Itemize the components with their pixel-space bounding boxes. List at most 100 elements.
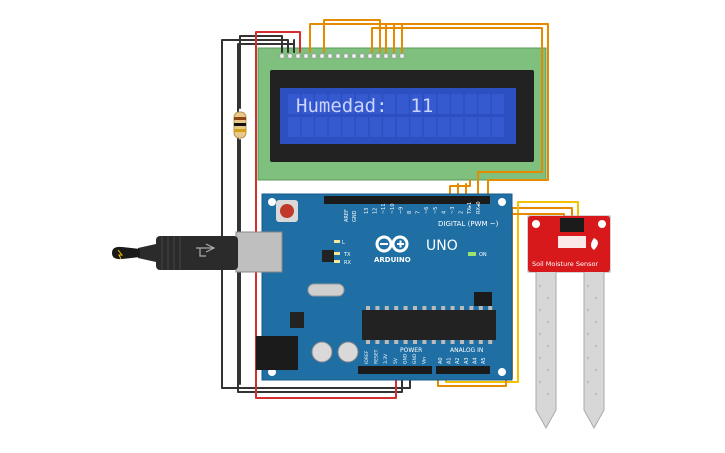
- lcd-line-1: Humedad: 11: [296, 95, 433, 117]
- analog-pin-label: A4: [472, 357, 478, 364]
- probe-dot: [538, 332, 542, 336]
- lcd-cell: [328, 117, 341, 137]
- power-pin-label: RESET: [374, 349, 380, 364]
- lcd-pin: [303, 53, 309, 59]
- rx-led: [334, 260, 340, 263]
- lcd-cell: [437, 117, 450, 137]
- probe-dot: [586, 380, 590, 384]
- probe-dot: [594, 296, 598, 300]
- digital-pin-label: 4: [441, 211, 447, 214]
- lcd-cell: [315, 94, 328, 114]
- chip-pin: [488, 306, 493, 310]
- chip-pin: [478, 340, 483, 344]
- digital-pin-label: ~5: [433, 207, 439, 214]
- mount-hole: [268, 198, 276, 206]
- lcd-pin: [295, 53, 301, 59]
- usb-cable-icon[interactable]: [112, 236, 238, 270]
- analog-pin-label: A2: [455, 357, 461, 364]
- lcd-pin: [391, 53, 397, 59]
- mount-hole: [498, 198, 506, 206]
- reset-button-icon: [280, 204, 294, 218]
- rx-label: RX: [344, 260, 351, 266]
- tx-led: [334, 252, 340, 255]
- analog-pin-label: A1: [447, 357, 453, 364]
- arduino-logo-text: ARDUINO: [374, 256, 411, 264]
- lcd-cell: [478, 94, 491, 114]
- lcd-cell: [383, 117, 396, 137]
- gnd-label: GND: [352, 210, 358, 222]
- mount-hole: [598, 220, 606, 228]
- probe-dot: [538, 284, 542, 288]
- usb-port[interactable]: [235, 231, 283, 273]
- dc-jack-icon[interactable]: [256, 336, 298, 370]
- chip-pin: [469, 306, 474, 310]
- lcd-pin: [399, 53, 405, 59]
- chip-pin: [375, 306, 380, 310]
- digital-pin-label: ~10: [390, 203, 396, 214]
- sparkfun-flame-icon: [591, 238, 598, 250]
- capacitor: [311, 341, 333, 363]
- on-label: ON: [479, 252, 487, 258]
- lcd-pin: [279, 53, 285, 59]
- chip-pin: [384, 340, 389, 344]
- lcd-cell: [451, 117, 464, 137]
- chip-pin: [422, 306, 427, 310]
- lcd-cell: [288, 94, 300, 114]
- probe-dot: [586, 356, 590, 360]
- wire-orange-rs[interactable]: [309, 23, 549, 197]
- arduino-logo-icon: [375, 235, 409, 253]
- lcd-cell: [451, 94, 464, 114]
- chip-pin: [450, 340, 455, 344]
- usb-chip: [322, 250, 334, 262]
- usb-cable-end: [112, 246, 140, 260]
- lcd-cell: [410, 94, 423, 114]
- lcd-pin: [311, 53, 317, 59]
- wire-red-5v[interactable]: [255, 31, 397, 399]
- probe-dot: [546, 392, 550, 396]
- lcd-cell: [328, 94, 341, 114]
- wire-orange-pin-7[interactable]: [449, 179, 471, 197]
- probe-dot: [546, 344, 550, 348]
- power-pin-label: Vin: [422, 357, 428, 364]
- chip-pin: [460, 340, 464, 344]
- chip-pin: [394, 340, 399, 344]
- lcd-cell: [356, 94, 368, 114]
- digital-pin-label: 7: [416, 211, 422, 214]
- digital-pin-label: 13: [364, 208, 370, 214]
- voltage-regulator: [290, 312, 304, 328]
- wire-black-resistor[interactable]: [239, 35, 283, 109]
- digital-pin-label: ~9: [398, 207, 404, 214]
- crystal-oscillator: [307, 283, 345, 297]
- chip-pin: [384, 306, 389, 310]
- l-led: [334, 240, 340, 243]
- lcd-module[interactable]: Humedad: 11: [257, 47, 547, 181]
- chip-pin: [478, 306, 483, 310]
- capacitor: [337, 341, 359, 363]
- power-pin-label: GND: [412, 353, 418, 364]
- wire-black-gnd-1[interactable]: [221, 39, 411, 389]
- board-model: UNO: [426, 238, 458, 254]
- usb-plug: [156, 236, 238, 270]
- lcd-cell: [315, 117, 328, 137]
- lcd-cell: [478, 117, 491, 137]
- wire-orange-en[interactable]: [323, 19, 381, 53]
- analog-pin-label: A5: [481, 357, 487, 364]
- analog-header: [436, 366, 490, 374]
- usb-symbol-icon: [196, 243, 216, 257]
- lcd-cell: [424, 117, 436, 137]
- chip-pin: [403, 306, 408, 310]
- digital-label: DIGITAL (PWM ~): [438, 220, 499, 228]
- probe-dot: [538, 356, 542, 360]
- wire-orange-d4[interactable]: [371, 27, 543, 197]
- lcd-cell: [410, 117, 423, 137]
- power-bolt-icon: [117, 249, 124, 260]
- soil-moisture-sensor[interactable]: Soil Moisture Sensor: [527, 215, 611, 430]
- chip-pin: [450, 306, 455, 310]
- chip-pin: [422, 340, 427, 344]
- resistor[interactable]: [233, 111, 247, 139]
- probe-dot: [546, 296, 550, 300]
- digital-pin-label: 12: [373, 208, 379, 214]
- atmega-chip: [362, 310, 496, 340]
